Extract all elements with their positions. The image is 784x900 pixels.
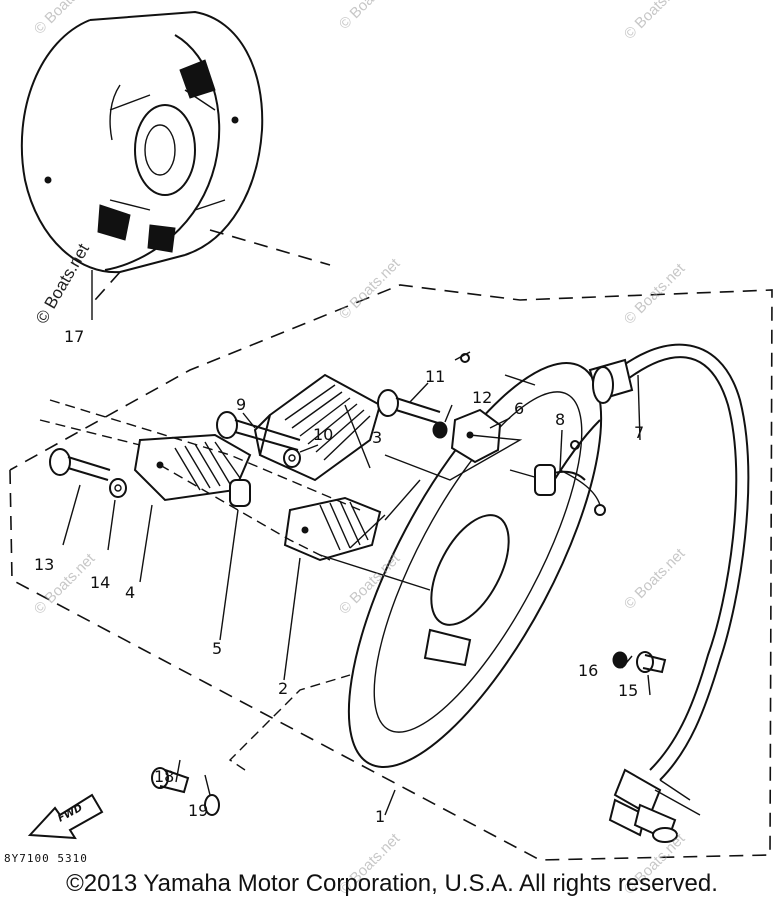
part-number-callouts: 1 2 3 4 5 6 7 8 9 10 11 12 13 14 15 16 1… [34,327,644,826]
callout-4: 4 [125,583,135,602]
drawing-code: 8Y7100 5310 [4,852,88,865]
watermark-main: © Boats.net [32,240,93,327]
callout-15: 15 [618,681,638,700]
watermarks: © Boats.net © Boats.net © Boats.net © Bo… [31,0,689,898]
washer-10 [283,448,301,468]
copyright-notice: ©2013 Yamaha Motor Corporation, U.S.A. A… [66,870,718,897]
pulser-coil-2 [283,496,382,562]
watermark: © Boats.net [621,545,689,613]
spacer-5 [229,479,251,507]
watermark: © Boats.net [621,0,689,43]
fwd-arrow-icon: FWD [27,793,104,840]
callout-9: 9 [236,395,246,414]
callout-12: 12 [472,388,492,407]
callout-11: 11 [425,367,445,386]
wire-harness [534,343,750,843]
callout-2: 2 [278,679,288,698]
watermark: © Boats.net [336,0,404,33]
washer-16 [612,651,628,669]
washer-12 [432,421,448,439]
callout-7: 7 [634,423,644,442]
assembly-boundary [9,284,773,861]
screw-13 [49,448,111,481]
screw-11 [377,389,441,424]
callout-19: 19 [188,801,208,820]
leader-lines [62,270,651,816]
callout-5: 5 [212,639,222,658]
callout-17: 17 [64,327,84,346]
callout-3: 3 [372,428,382,447]
flywheel [20,10,331,301]
assembly-lines [39,399,523,771]
stator-base-plate [347,351,603,769]
washer-14 [109,478,127,498]
screw-9 [216,411,301,451]
callout-8: 8 [555,410,565,429]
callout-1: 1 [375,807,385,826]
screw-15 [636,651,667,674]
callout-14: 14 [90,573,110,592]
screw-18 [151,767,190,794]
callout-18: 18 [154,767,174,786]
watermark: © Boats.net [336,255,404,323]
callout-13: 13 [34,555,54,574]
watermark: © Boats.net [31,0,99,38]
callout-16: 16 [578,661,598,680]
washer-19 [204,794,220,816]
callout-6: 6 [514,399,524,418]
callout-10: 10 [313,425,333,444]
